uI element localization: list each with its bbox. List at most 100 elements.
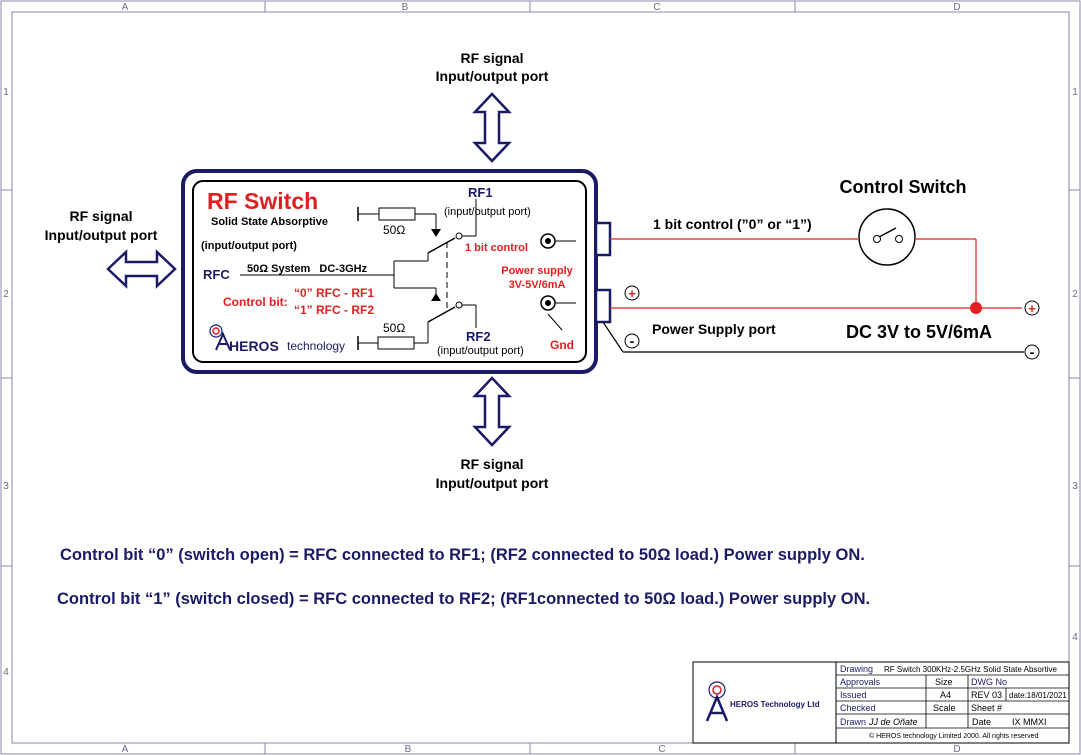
row-label-left-1: 1 <box>3 87 9 98</box>
control-switch-circuit: Control Switch 1 bit control (”0” or “1”… <box>610 177 977 308</box>
top-switch-arrow-icon <box>431 229 441 237</box>
power-port-label: Power Supply port <box>652 321 776 337</box>
col-label-top-c: C <box>653 2 660 13</box>
control-connector-tab <box>594 221 612 257</box>
title-logo-text: HEROS Technology Ltd <box>730 700 820 709</box>
power-supply-label-line2: 3V-5V/6mA <box>509 279 566 291</box>
issue-date: date:18/01/2021 <box>1009 691 1067 700</box>
rfc-label: RFC <box>203 267 230 282</box>
plus-terminal-right <box>1024 300 1040 316</box>
power-supply-label-line1: Power supply <box>501 265 573 277</box>
power-supply-wiring: + - + - Power Supply port DC 3V to 5V/6m… <box>602 285 1040 360</box>
col-label-top-b: B <box>402 2 409 13</box>
rf1-port-label: (input/output port) <box>444 206 531 218</box>
rf2-port-label: (input/output port) <box>437 345 524 357</box>
control-switch-title: Control Switch <box>840 177 967 197</box>
drawn-value: JJ de Oñate <box>868 717 918 727</box>
note-line-1: Control bit “0” (switch open) = RFC conn… <box>60 546 865 564</box>
issued-label: Issued <box>840 690 867 700</box>
row-label-right-1: 1 <box>1072 87 1078 98</box>
top-resistor <box>378 207 416 221</box>
notes: Control bit “0” (switch open) = RFC conn… <box>57 546 870 608</box>
row-label-right-2: 2 <box>1072 289 1078 300</box>
negative-wire-diagonal <box>602 321 624 353</box>
title-block-border <box>692 661 1070 744</box>
drawing-label: Drawing <box>840 664 873 674</box>
control-switch-contact-left <box>873 235 881 243</box>
antenna-wave-inner <box>212 327 220 335</box>
note-line-2: Control bit “1” (switch closed) = RFC co… <box>57 590 870 608</box>
top-port-double-arrow-icon <box>472 92 512 163</box>
row-label-left-2: 2 <box>3 289 9 300</box>
control-terminal-inner <box>545 238 551 244</box>
size-value: A4 <box>940 690 951 700</box>
title-antenna-icon <box>705 693 729 722</box>
top-switch-blade <box>427 237 456 254</box>
drawing-value: RF Switch 300KHz-2.5GHz Solid State Abso… <box>884 665 1058 674</box>
gnd-label: Gnd <box>550 338 574 352</box>
bottom-rf-port: RF signal Input/output port <box>436 376 549 491</box>
antenna-wave-outer <box>209 324 223 338</box>
frame-labels: A B C D A B C D 1 2 3 4 1 2 3 4 <box>3 2 1078 755</box>
minus-marker-left-symbol: - <box>630 333 635 349</box>
gnd-lead <box>547 313 563 331</box>
top-port-label-line1: RF signal <box>460 50 523 66</box>
title-block: HEROS Technology Ltd Drawing RF Switch 3… <box>692 661 1070 744</box>
device-subtitle: Solid State Absorptive <box>211 216 328 228</box>
minus-terminal-right <box>1024 344 1040 360</box>
control-line-label: 1 bit control (”0” or “1”) <box>653 216 812 232</box>
size-label: Size <box>935 677 953 687</box>
row-label-right-4: 4 <box>1072 632 1078 643</box>
rf2-contact <box>455 301 463 309</box>
left-rf-port: RF signal Input/output port <box>45 208 177 289</box>
col-label-bottom-a: A <box>122 744 129 755</box>
control-bit-label: Control bit: <box>223 295 288 309</box>
title-block-logo: HEROS Technology Ltd <box>705 681 820 722</box>
device-outer-border <box>181 169 598 374</box>
top-resistor-value: 50Ω <box>383 223 405 237</box>
col-label-bottom-c: C <box>658 744 665 755</box>
rfc-port-label: (input/output port) <box>201 240 297 252</box>
device-title: RF Switch <box>207 188 318 214</box>
rf-switch-device: RF Switch Solid State Absorptive (input/… <box>181 169 612 374</box>
power-connector-tab <box>594 288 612 324</box>
left-port-label-line1: RF signal <box>69 208 132 224</box>
rf1-label: RF1 <box>468 185 493 200</box>
antenna-icon <box>215 331 231 351</box>
brand-suffix: technology <box>287 339 345 353</box>
power-terminal-inner <box>545 300 551 306</box>
scale-label: Scale <box>933 703 956 713</box>
copyright: © HEROS technology Limited 2000. All rig… <box>869 732 1038 740</box>
bottom-switch-blade <box>427 306 456 323</box>
approvals-label: Approvals <box>840 677 881 687</box>
drawn-label: Drawn <box>840 717 866 727</box>
rev-label: REV 03 <box>971 690 1002 700</box>
minus-terminal-right-symbol: - <box>1030 344 1035 360</box>
col-label-top-d: D <box>953 2 960 13</box>
plus-marker-left <box>624 285 640 301</box>
control-input-label: 1 bit control <box>465 242 528 254</box>
sheet-label: Sheet # <box>971 703 1002 713</box>
top-rf-port: RF signal Input/output port <box>436 50 549 163</box>
bottom-port-label-line1: RF signal <box>460 456 523 472</box>
heros-logo: HEROS technology <box>209 324 345 354</box>
left-port-double-arrow-icon <box>106 249 177 289</box>
control-bit-1: “1” RFC - RF2 <box>294 303 374 317</box>
plus-marker-left-symbol: + <box>628 286 636 301</box>
col-label-bottom-b: B <box>405 744 412 755</box>
control-switch-body[interactable] <box>858 208 916 266</box>
bottom-resistor-value: 50Ω <box>383 321 405 335</box>
brand-name: HEROS <box>229 338 279 354</box>
junction-dot <box>970 302 982 314</box>
rf2-label: RF2 <box>466 329 491 344</box>
bottom-port-label-line2: Input/output port <box>436 475 549 491</box>
bottom-resistor <box>377 336 415 350</box>
date-value: IX MMXI <box>1012 717 1047 727</box>
title-antenna-wave-inner <box>712 685 722 695</box>
minus-marker-left <box>624 333 640 349</box>
control-switch-contact-right <box>895 235 903 243</box>
device-inner-border <box>192 180 587 363</box>
dc-supply-label: DC 3V to 5V/6mA <box>846 322 992 342</box>
date-label: Date <box>972 717 991 727</box>
